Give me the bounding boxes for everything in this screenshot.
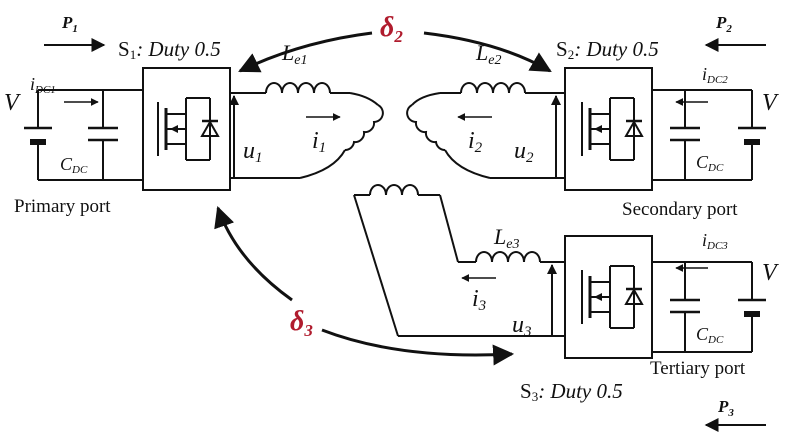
ac-wiring <box>229 82 565 337</box>
le2-label: Le2 <box>475 40 501 68</box>
primary-port-label: Primary port <box>14 196 111 217</box>
s2-label: S2: Duty 0.5 <box>556 37 659 62</box>
tertiary-port-label: Tertiary port <box>650 358 746 379</box>
p2-label: P2 <box>715 13 732 35</box>
v1-label: V <box>4 90 21 116</box>
p3-label: P3 <box>717 397 734 419</box>
secondary-port-label: Secondary port <box>622 199 738 220</box>
s3-label: S3: Duty 0.5 <box>520 379 623 404</box>
c3-label: CDC <box>696 324 724 346</box>
c2-label: CDC <box>696 152 724 174</box>
tertiary-port-circuit <box>652 261 766 353</box>
secondary-port-circuit <box>652 89 766 181</box>
primary-winding <box>344 104 384 152</box>
delta3-label: δ3 <box>290 306 313 340</box>
secondary-winding <box>406 104 446 152</box>
v3-label: V <box>762 260 779 286</box>
power-flow-arrows <box>44 38 766 432</box>
i1-label: i1 <box>312 128 326 156</box>
u3-label: u3 <box>512 312 532 340</box>
v2-label: V <box>762 90 779 116</box>
i2-label: i2 <box>468 128 483 156</box>
le1-label: Le1 <box>281 40 307 68</box>
idc2-label: iDC2 <box>702 64 728 86</box>
delta2-label: δ2 <box>380 12 403 46</box>
c1-label: CDC <box>60 154 88 176</box>
i3-label: i3 <box>472 286 486 314</box>
tertiary-winding <box>369 184 419 196</box>
idc3-label: iDC3 <box>702 230 728 252</box>
le3-label: Le3 <box>493 224 519 252</box>
phase-shift-curves <box>214 31 552 366</box>
primary-port-circuit <box>24 89 143 181</box>
le3-coil <box>475 251 541 263</box>
u1-label: u1 <box>243 138 263 166</box>
p1-label: P1 <box>61 13 78 35</box>
le1-coil <box>265 82 331 94</box>
u2-label: u2 <box>514 138 534 166</box>
current-arrows <box>64 98 708 282</box>
idc1-label: iDC1 <box>30 74 56 96</box>
le2-coil <box>460 82 526 94</box>
s1-label: S1: Duty 0.5 <box>118 37 221 62</box>
